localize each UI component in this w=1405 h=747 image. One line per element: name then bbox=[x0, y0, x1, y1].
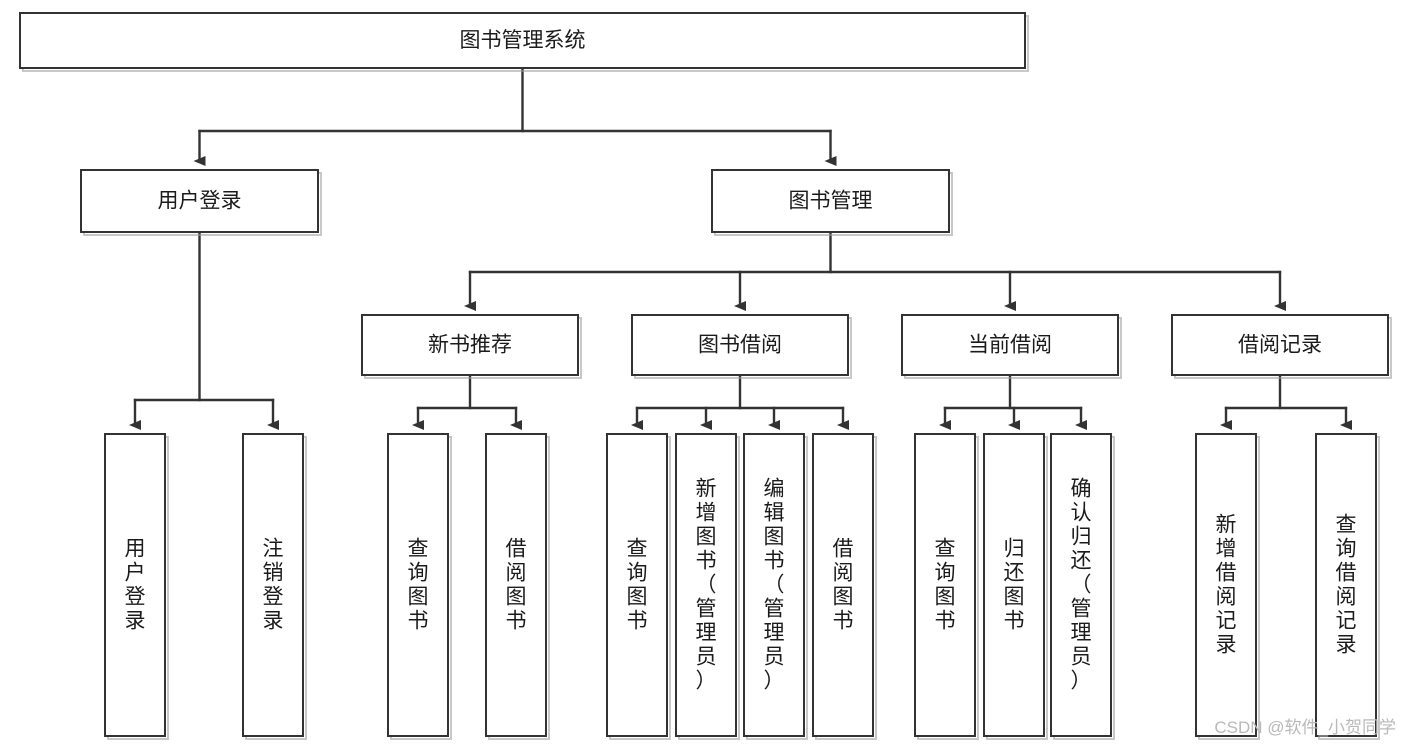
level3-node-1-box[interactable] bbox=[631, 314, 849, 376]
level3-node-3-box[interactable] bbox=[1171, 314, 1389, 376]
leaf-node-12[interactable]: 查询借阅记录 bbox=[1315, 433, 1380, 740]
leaf-node-10-box[interactable] bbox=[1050, 433, 1112, 737]
leaf-node-8-box[interactable] bbox=[914, 433, 976, 737]
level3-node-1[interactable]: 图书借阅 bbox=[631, 314, 852, 379]
leaf-node-2[interactable]: 查询图书 bbox=[387, 433, 452, 740]
level3-node-2-box[interactable] bbox=[901, 314, 1119, 376]
level2-node-0-label: 用户登录 bbox=[158, 190, 242, 213]
level3-node-0[interactable]: 新书推荐 bbox=[361, 314, 582, 379]
leaf-node-7[interactable]: 借阅图书 bbox=[812, 433, 877, 740]
leaf-node-11-label: 新增借阅记录 bbox=[1216, 514, 1237, 657]
leaf-node-0-label: 用户登录 bbox=[125, 538, 146, 633]
level2-node-0[interactable]: 用户登录 bbox=[80, 169, 322, 236]
nodes-layer: 图书管理系统用户登录图书管理新书推荐图书借阅当前借阅借阅记录用户登录注销登录查询… bbox=[19, 12, 1392, 740]
level3-node-3-label: 借阅记录 bbox=[1238, 334, 1322, 357]
leaf-node-10-label: 确认归还（管理员） bbox=[1071, 478, 1092, 693]
leaf-node-6[interactable]: 编辑图书（管理员） bbox=[743, 433, 808, 740]
root-node-book-management-system[interactable]: 图书管理系统 bbox=[19, 12, 1029, 72]
leaf-node-3-box[interactable] bbox=[485, 433, 547, 737]
leaf-node-1-label: 注销登录 bbox=[263, 538, 284, 633]
leaf-node-3-label: 借阅图书 bbox=[506, 538, 527, 633]
leaf-node-7-label: 借阅图书 bbox=[833, 538, 854, 633]
leaf-node-2-label: 查询图书 bbox=[408, 538, 429, 633]
level3-node-3[interactable]: 借阅记录 bbox=[1171, 314, 1392, 379]
level3-node-0-label: 新书推荐 bbox=[428, 334, 512, 357]
level3-node-2[interactable]: 当前借阅 bbox=[901, 314, 1122, 379]
leaf-node-9-box[interactable] bbox=[983, 433, 1045, 737]
leaf-node-4-box[interactable] bbox=[606, 433, 668, 737]
leaf-node-2-box[interactable] bbox=[387, 433, 449, 737]
edges-layer bbox=[129, 66, 1352, 430]
leaf-node-6-box[interactable] bbox=[743, 433, 805, 737]
leaf-node-0[interactable]: 用户登录 bbox=[104, 433, 169, 740]
leaf-node-4-label: 查询图书 bbox=[627, 538, 648, 633]
leaf-node-0-box[interactable] bbox=[104, 433, 166, 737]
leaf-node-11[interactable]: 新增借阅记录 bbox=[1195, 433, 1260, 740]
leaf-node-1[interactable]: 注销登录 bbox=[242, 433, 307, 740]
leaf-node-4[interactable]: 查询图书 bbox=[606, 433, 671, 740]
level3-node-2-label: 当前借阅 bbox=[968, 334, 1052, 357]
leaf-node-6-label: 编辑图书（管理员） bbox=[764, 478, 785, 693]
leaf-node-11-box[interactable] bbox=[1195, 433, 1257, 737]
leaf-node-12-label: 查询借阅记录 bbox=[1336, 514, 1357, 657]
leaf-node-12-box[interactable] bbox=[1315, 433, 1377, 737]
level2-node-1-label: 图书管理 bbox=[789, 190, 873, 213]
leaf-node-7-box[interactable] bbox=[812, 433, 874, 737]
leaf-node-10[interactable]: 确认归还（管理员） bbox=[1050, 433, 1115, 740]
csdn-watermark: CSDN @软件_小贺同学 bbox=[1214, 718, 1396, 737]
leaf-node-9[interactable]: 归还图书 bbox=[983, 433, 1048, 740]
level2-node-1[interactable]: 图书管理 bbox=[711, 169, 953, 236]
leaf-node-5[interactable]: 新增图书（管理员） bbox=[675, 433, 740, 740]
level2-node-0-box[interactable] bbox=[80, 169, 319, 233]
root-node-book-management-system-box[interactable] bbox=[19, 12, 1026, 69]
level3-node-0-box[interactable] bbox=[361, 314, 579, 376]
leaf-node-5-box[interactable] bbox=[675, 433, 737, 737]
leaf-node-5-label: 新增图书（管理员） bbox=[696, 478, 717, 693]
leaf-node-8-label: 查询图书 bbox=[935, 538, 956, 633]
leaf-node-3[interactable]: 借阅图书 bbox=[485, 433, 550, 740]
leaf-node-9-label: 归还图书 bbox=[1004, 538, 1025, 633]
level2-node-1-box[interactable] bbox=[711, 169, 950, 233]
level3-node-1-label: 图书借阅 bbox=[698, 334, 782, 357]
leaf-node-8[interactable]: 查询图书 bbox=[914, 433, 979, 740]
root-node-book-management-system-label: 图书管理系统 bbox=[460, 29, 586, 52]
leaf-node-1-box[interactable] bbox=[242, 433, 304, 737]
